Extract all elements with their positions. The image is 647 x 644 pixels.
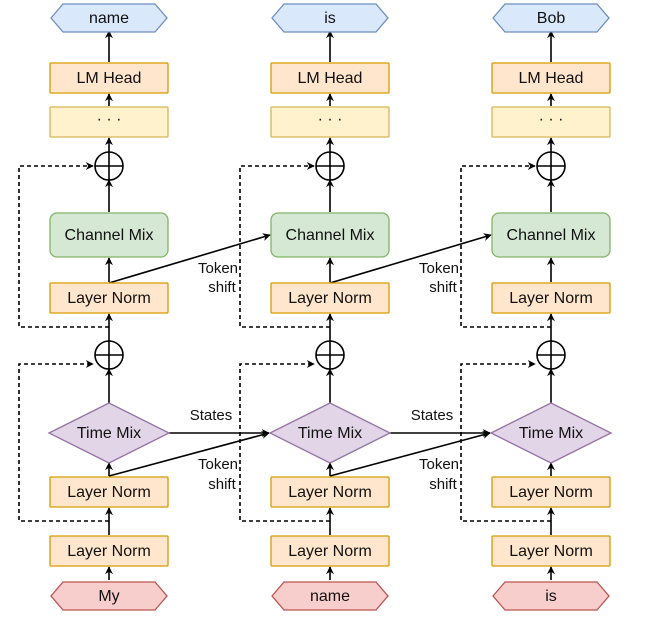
add-icon xyxy=(536,151,566,181)
layer-norm-label: Layer Norm xyxy=(509,484,593,501)
layer-norm-box xyxy=(491,282,611,314)
ellipsis-label: · · · xyxy=(318,111,343,128)
layer-norm-box xyxy=(49,282,169,314)
output-token xyxy=(492,3,610,33)
layer-norm-label: Layer Norm xyxy=(509,543,593,560)
residual-channelmix xyxy=(18,162,109,328)
lm-head-box xyxy=(270,62,390,94)
residual-channelmix xyxy=(239,162,330,328)
residual-timemix xyxy=(239,360,330,522)
layer-norm-label: Layer Norm xyxy=(67,543,151,560)
add-icon xyxy=(315,151,345,181)
lm-head-label: LM Head xyxy=(298,70,363,87)
ellipsis-label: · · · xyxy=(539,111,564,128)
add-icon xyxy=(536,340,566,370)
ellipsis-box xyxy=(270,106,390,138)
layer-norm-box xyxy=(49,535,169,567)
layer-norm-label: Layer Norm xyxy=(509,290,593,307)
channel-mix-label: Channel Mix xyxy=(286,227,375,244)
layer-norm-box xyxy=(49,476,169,508)
residual-channelmix xyxy=(460,162,551,328)
channel-mix-label: Channel Mix xyxy=(65,227,154,244)
layer-norm-label: Layer Norm xyxy=(67,484,151,501)
input-token xyxy=(492,581,610,611)
output-token xyxy=(271,3,389,33)
add-icon xyxy=(94,151,124,181)
channel-mix-box xyxy=(49,212,169,258)
residual-timemix xyxy=(18,360,109,522)
time-mix-label: Time Mix xyxy=(298,425,362,442)
input-token xyxy=(271,581,389,611)
layer-norm-label: Layer Norm xyxy=(288,290,372,307)
lm-head-label: LM Head xyxy=(519,70,584,87)
output-token-label: is xyxy=(324,10,336,27)
add-icon xyxy=(315,340,345,370)
token-shift-label: Token xyxy=(419,260,459,277)
states-label: States xyxy=(411,407,454,424)
time-mix-label: Time Mix xyxy=(77,425,141,442)
connectors xyxy=(18,30,555,580)
token-shift-arrow-channel xyxy=(108,233,271,284)
channel-mix-label: Channel Mix xyxy=(507,227,596,244)
layer-norm-box xyxy=(491,476,611,508)
token-shift-arrow-time xyxy=(108,431,270,477)
channel-mix-box xyxy=(491,212,611,258)
states-label: States xyxy=(190,407,233,424)
channel-mix-box xyxy=(270,212,390,258)
lm-head-box xyxy=(49,62,169,94)
token-shift-label: shift xyxy=(429,279,457,296)
layer-norm-box xyxy=(270,476,390,508)
token-shift-label: shift xyxy=(208,476,236,493)
layer-norm-box xyxy=(270,282,390,314)
shapes xyxy=(47,3,613,611)
output-token-label: name xyxy=(89,10,129,27)
time-mix-diamond xyxy=(489,402,613,464)
layer-norm-label: Layer Norm xyxy=(288,543,372,560)
token-shift-label: shift xyxy=(208,279,236,296)
token-shift-label: Token xyxy=(198,456,238,473)
ellipsis-label: · · · xyxy=(97,111,122,128)
input-token-label: name xyxy=(310,588,350,605)
layer-norm-label: Layer Norm xyxy=(67,290,151,307)
layer-norm-label: Layer Norm xyxy=(288,484,372,501)
ellipsis-box xyxy=(491,106,611,138)
lm-head-label: LM Head xyxy=(77,70,142,87)
time-mix-diamond xyxy=(268,402,392,464)
residual-timemix xyxy=(460,360,551,522)
input-token xyxy=(50,581,168,611)
input-token-label: My xyxy=(98,588,119,605)
layer-norm-box xyxy=(270,535,390,567)
token-shift-label: Token xyxy=(198,260,238,277)
ellipsis-box xyxy=(49,106,169,138)
output-token-label: Bob xyxy=(537,10,566,27)
time-mix-diamond xyxy=(47,402,171,464)
add-icon xyxy=(94,340,124,370)
output-token xyxy=(50,3,168,33)
token-shift-label: Token xyxy=(419,456,459,473)
token-shift-arrow-time xyxy=(329,431,491,477)
lm-head-box xyxy=(491,62,611,94)
input-token-label: is xyxy=(545,588,557,605)
token-shift-label: shift xyxy=(429,476,457,493)
time-mix-label: Time Mix xyxy=(519,425,583,442)
layer-norm-box xyxy=(491,535,611,567)
token-shift-arrow-channel xyxy=(329,233,492,284)
